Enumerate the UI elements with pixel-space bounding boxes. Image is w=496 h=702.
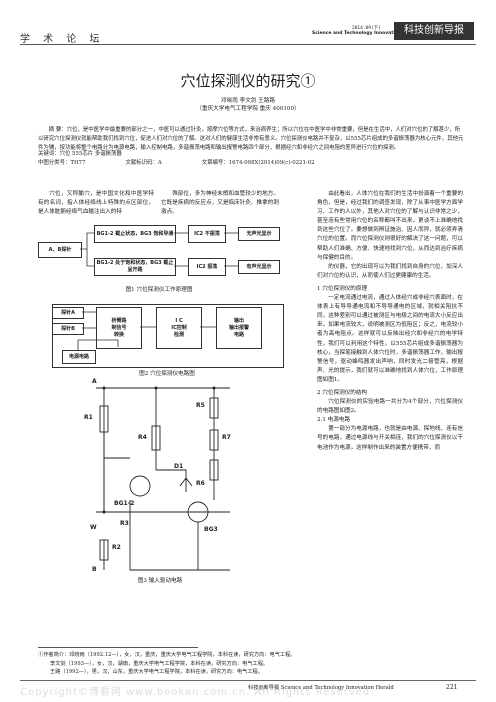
fig3-label-r7: R7 (222, 434, 231, 441)
paper-affiliation: （重庆大学电气工程学院 重庆 400100） (196, 106, 300, 112)
fig2-block-output: 输出 输出报警 电路 (216, 307, 262, 349)
header-divider (20, 44, 476, 45)
fig2-frame (52, 304, 284, 368)
fig2-caption: 图2 穴位探测仪电路图 (139, 371, 195, 377)
fig2-seg-b: 转换 (113, 331, 124, 338)
section2-heading: 2 穴位探测仪的结构 (317, 389, 368, 396)
fig1-out1: 无声光显示 (238, 227, 280, 241)
abstract: 摘 要：穴位，是中医学中最重要的部分之一，中医可以通过针灸，按摩穴位等方式，来治… (38, 127, 464, 151)
fig3-label-r2: R2 (112, 544, 121, 551)
footnote: ①作者简介：邓晓雨（1992.12—），女，汉，重庆，重庆大学电气工程学院，本科… (38, 651, 468, 677)
footnote-line2: 李文剑（1993—），女，汉，湖南，重庆大学电气工程学院，本科在读，研究方向：电… (50, 660, 269, 667)
fig1-row1: BG1-2 截止状态，BG3 饱和导通 (94, 225, 176, 243)
col3-para2: 的仪器，它的出现可以为我们找到自身的穴位，加深人们对穴位的认识，从而使人们过更健… (317, 263, 463, 279)
fig3-label-w: W (90, 524, 97, 531)
fig1-probe-box: A、B探针 (38, 242, 82, 258)
fig3-label-r1: R1 (84, 414, 93, 421)
fig2-seg-c: I C (175, 317, 183, 324)
article-meta: 中图分类号：TH77 文献标识码：A 文章编号：1674-098X(2014)0… (38, 158, 468, 166)
fig3-label-d1: D1 (174, 463, 184, 470)
fig2-block1b: 制信号 (111, 324, 127, 331)
fig2-power: 电源电路 (62, 350, 96, 364)
body-col2: 殊部位，多为神经末梢和血管较少的地方。它既是疾病的反应点，又是临床针灸、推拿的刺… (161, 191, 279, 216)
section-label: 学 术 论 坛 (20, 34, 105, 45)
fig2-probe-a: 探针A (52, 307, 84, 319)
fig1-out2: 有声光显示 (238, 260, 280, 274)
article-number: 文章编号：1674-098X(2014)09(c)-0221-02 (201, 160, 315, 166)
fig3-label-bg12: BG1-2 (114, 500, 135, 507)
footnote-line1: ①作者简介：邓晓雨（1992.12—），女，汉，重庆，重庆大学电气工程学院，本科… (38, 652, 296, 658)
fig2-block-control: 桥臂路 制信号 转换 (96, 307, 142, 349)
col3-para3: 一定电流通过电流，通过人体经穴或非经穴表面时，在体表上有导导通电流和不导导通电的… (317, 295, 463, 383)
fig3-label-bg3: BG3 (204, 526, 218, 533)
section21-heading: 2.1 电源电路 (317, 417, 351, 424)
issue-label: 2014.09(下) (352, 26, 381, 31)
fig2-block2: IC控制 (171, 324, 187, 331)
fig3-label-r3: R3 (120, 520, 129, 527)
fig3-label-r5: R5 (196, 402, 205, 409)
col3-para4: 穴位探测仪的实验电路一共分为4个部分，穴位探测仪的电路图如图2。 (317, 399, 463, 415)
fig3-label-a: A (92, 378, 97, 385)
fig1-ic1: IC2 不振荡 (188, 225, 226, 243)
footer-journal: 科技创新导报 Science and Technology Innovation… (248, 685, 394, 691)
body-col1: 穴位，又称腧穴，是中国文化和中医学特有的名词，指人体经络线上特殊的点区部位，是人… (38, 191, 154, 216)
footnote-divider (38, 647, 198, 648)
doc-code: 文献标识码：A (125, 160, 162, 166)
fig2-probe-b: 探针B (52, 323, 84, 335)
footer-divider (20, 680, 476, 681)
fig3-caption: 图3 输入驱动电路 (137, 578, 183, 584)
keywords: 关键词：穴位 555芯片 多谐振荡器 (38, 151, 122, 157)
fig1-ic2: IC2 振荡 (188, 258, 226, 276)
fig1-caption: 图1 穴位探测仪工作原理图 (125, 287, 193, 293)
paper-title: 穴位探测仪的研究① (180, 72, 316, 90)
fig3-label-r4: R4 (138, 434, 147, 441)
fig2-seg-a: 桥臂路 (111, 317, 127, 324)
fig1-row2: BG1-2 处于饱和状态，BG3 截止呈开路 (94, 258, 176, 276)
fig2-seg-d: 输出 (233, 317, 244, 324)
copyright-watermark: Copyright©博看网 www.bookan.com.cn. All Rig… (20, 687, 375, 698)
body-col3: 由此看出，人体穴位在我们的生活中扮演着一个重要的角色，但是，经过我们的调查发现，… (317, 190, 463, 453)
section1-heading: 1 穴位探测仪的原理 (317, 285, 368, 292)
page-number: 221 (446, 684, 458, 691)
clc-number: 中图分类号：TH77 (38, 160, 86, 166)
fig2-block-ic: I C IC控制 检测 (156, 307, 202, 349)
brand-logo: 科技创新导报 (394, 22, 474, 40)
col3-para1: 由此看出，人体穴位在我们的生活中扮演着一个重要的角色，但是，经过我们的调查发现，… (317, 191, 463, 261)
journal-en: Science and Technology Innovation Herald (312, 31, 420, 36)
col3-para5: 第一部分为电源电路，也就是由电源、探地线、连有信号的电路，通过电源线与开关相连，… (317, 426, 463, 451)
fig2-block3: 输出报警 (228, 324, 249, 331)
fig3-label-r6: R6 (196, 480, 205, 487)
fig2-block3b: 电路 (233, 331, 244, 338)
footnote-line3: 王路（1992—），男，汉，山东，重庆大学电气工程学院，本科在读，研究方向：电气… (50, 669, 263, 675)
fig3-label-b: B (92, 566, 97, 573)
paper-authors: 邓晓雨 李文剑 王路路 (221, 98, 275, 104)
fig2-block2b: 检测 (173, 331, 184, 338)
